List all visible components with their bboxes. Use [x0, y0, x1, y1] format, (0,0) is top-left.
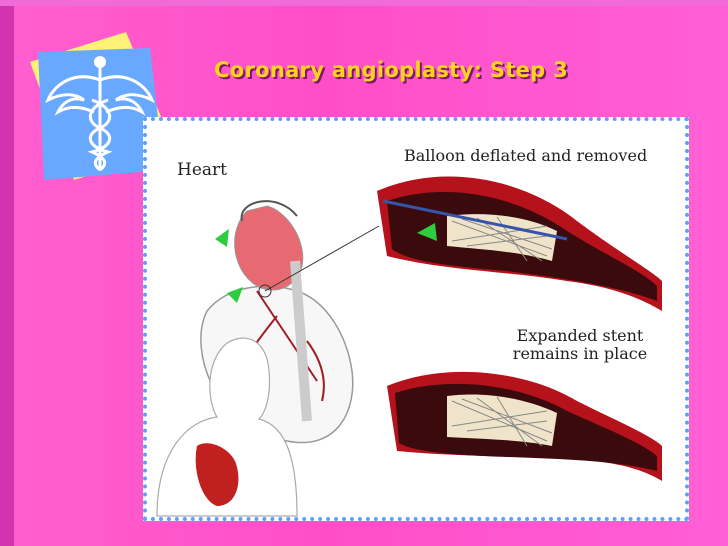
slide-left-border	[0, 0, 14, 546]
artery-balloon-deflated	[377, 176, 662, 311]
slide-top-border	[0, 0, 728, 6]
label-heart: Heart	[177, 160, 227, 180]
label-stent: Expanded stent remains in place	[510, 327, 650, 363]
label-stent-line2: remains in place	[512, 344, 648, 363]
slide-title: Coronary angioplasty: Step 3	[214, 58, 568, 82]
label-balloon-deflated: Balloon deflated and removed	[404, 146, 648, 165]
label-stent-line1: Expanded stent	[516, 326, 644, 345]
caduceus-icon	[30, 32, 174, 180]
illustration-panel: Heart Balloon deflated and removed Expan…	[143, 117, 689, 521]
angioplasty-illustration	[156, 176, 662, 517]
artery-stent-expanded	[387, 371, 662, 481]
body-silhouette	[156, 337, 298, 517]
